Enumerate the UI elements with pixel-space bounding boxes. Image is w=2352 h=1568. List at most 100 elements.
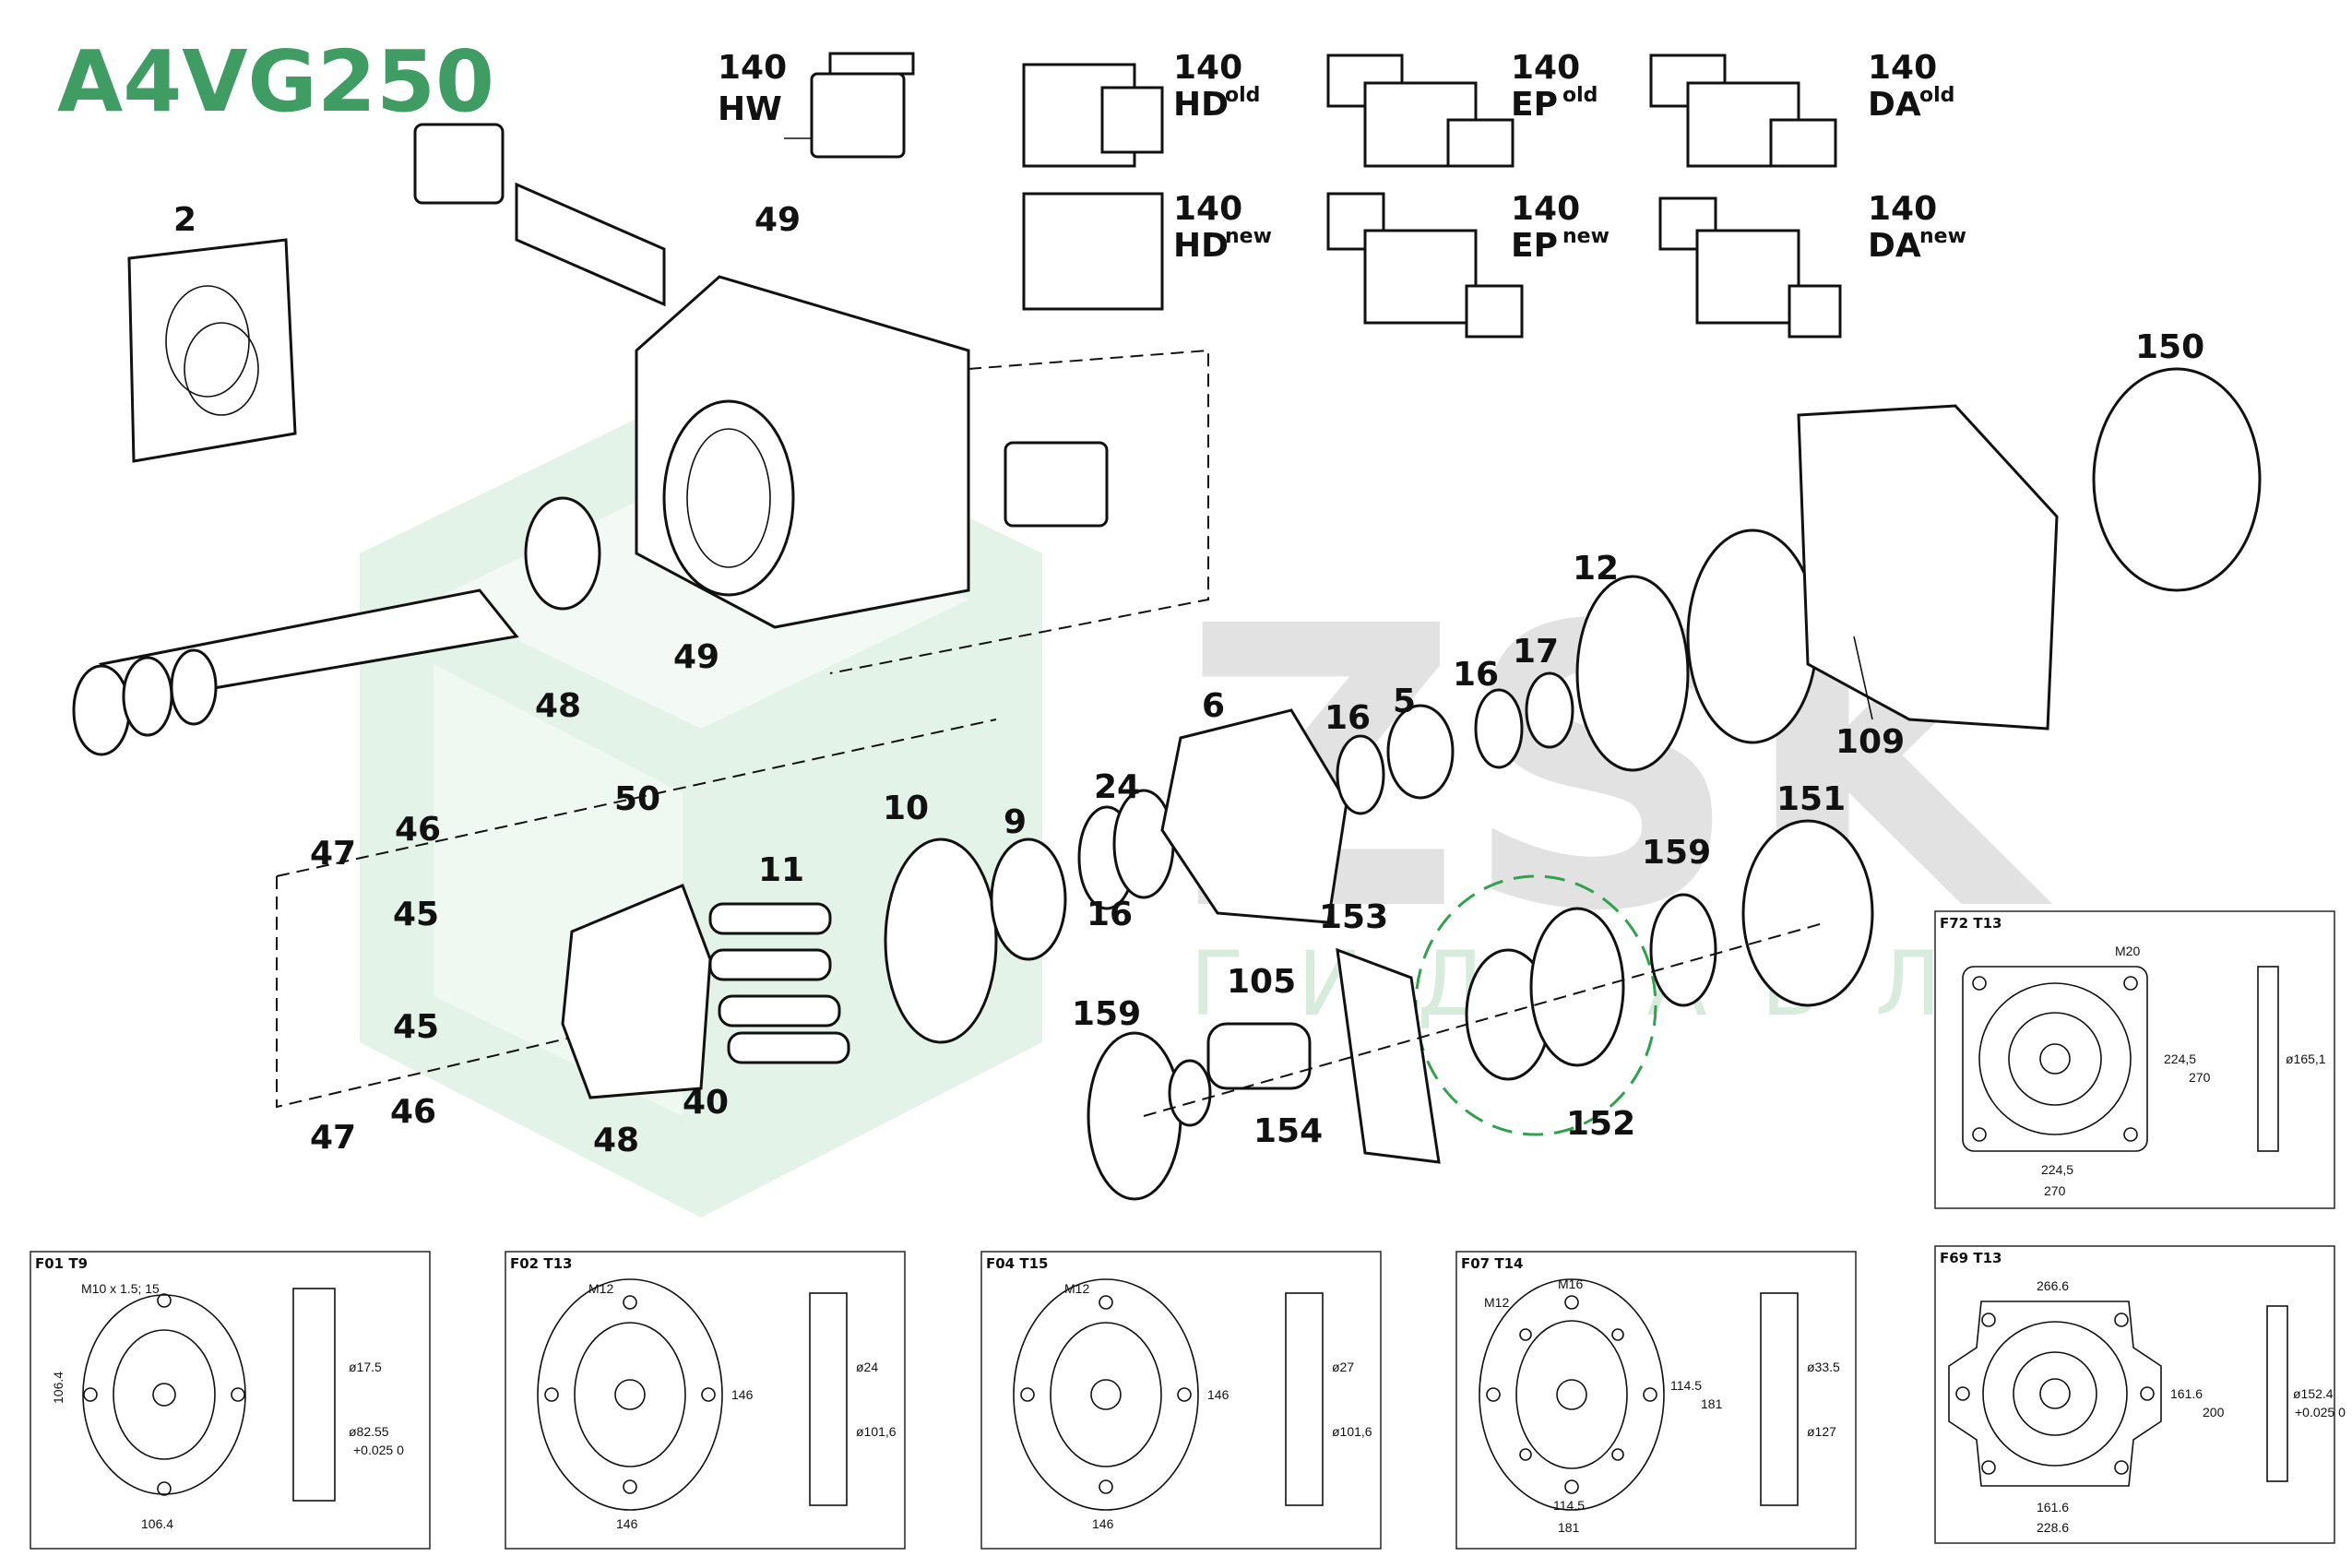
retaining-plate[interactable] <box>884 837 998 1044</box>
callout: 45 <box>393 896 439 933</box>
callout: 11 <box>758 851 804 889</box>
control-sup: old <box>1225 84 1260 107</box>
control-num: 140 <box>1511 190 1580 228</box>
callout: 109 <box>1835 723 1905 761</box>
flange-title: F72 T13 <box>1940 915 2002 932</box>
control-code: HD <box>1173 86 1229 124</box>
dim-label: ø165,1 <box>2286 1051 2326 1066</box>
control-da-old[interactable]: 140 DA old <box>1649 49 1954 168</box>
dim-label: ø24 <box>856 1360 878 1374</box>
cover-part[interactable] <box>413 123 505 205</box>
port-plate[interactable] <box>1797 404 2059 731</box>
dim-label: ø101,6 <box>1332 1424 1372 1439</box>
control-code: EP <box>1511 86 1558 124</box>
callout: 154 <box>1253 1112 1323 1150</box>
control-hd-old[interactable]: 140 HD old <box>1022 49 1260 168</box>
page-title: A4VG250 <box>57 32 494 131</box>
callout: 2 <box>173 201 196 239</box>
control-hd-new[interactable]: 140 HD new <box>1022 190 1272 311</box>
control-variants: 140 HW 140 HD old 140 EP old 140 DA old … <box>718 49 1966 339</box>
control-sup: new <box>1919 225 1966 248</box>
dim-label: ø101,6 <box>856 1424 897 1439</box>
callout: 105 <box>1227 963 1296 1001</box>
dim-label: ø82.55 <box>349 1424 389 1439</box>
control-da-new[interactable]: 140 DA new <box>1658 190 1966 339</box>
flange-title: F02 T13 <box>510 1255 572 1272</box>
dim-label: 146 <box>1092 1516 1114 1531</box>
flange-title: F69 T13 <box>1940 1250 2002 1266</box>
dim-label: M10 x 1.5; 15 <box>81 1281 160 1296</box>
dim-label: ø152.4 <box>2293 1386 2334 1401</box>
dim-label: M12 <box>1484 1295 1509 1310</box>
control-ep-old[interactable]: 140 EP old <box>1326 49 1598 168</box>
dim-label: 181 <box>1701 1396 1723 1411</box>
control-code: HW <box>718 90 782 128</box>
dim-label: 200 <box>2203 1405 2225 1420</box>
control-hw[interactable]: 140 HW <box>718 49 915 159</box>
dim-label: 270 <box>2044 1183 2066 1198</box>
cylinder-block[interactable] <box>1160 708 1348 924</box>
callout: 40 <box>683 1084 729 1122</box>
control-num: 140 <box>1868 190 1937 228</box>
exploded-view <box>72 123 2262 1201</box>
dim-label: 114.5 <box>1670 1378 1702 1393</box>
control-code: DA <box>1868 227 1921 265</box>
callout: 16 <box>1087 896 1133 933</box>
flange-f69: F69 T13 266.6 161.6 228.6 161.6 200 ø152… <box>1934 1245 2346 1544</box>
flange-151[interactable] <box>1741 819 1874 1007</box>
flange-f01: F01 T9 M10 x 1.5; 15 106.4 106.4 ø17.5 ø… <box>30 1251 431 1550</box>
auxiliary-pump-cover[interactable] <box>2092 367 2262 592</box>
callout: 159 <box>1072 995 1141 1033</box>
swashplate-part[interactable] <box>561 884 712 1099</box>
callout: 47 <box>310 1119 356 1157</box>
dim-label: M12 <box>588 1281 613 1296</box>
dim-label: M12 <box>1064 1281 1089 1296</box>
control-num: 140 <box>1511 49 1580 87</box>
dim-label: 161.6 <box>2037 1500 2069 1515</box>
valve-plate[interactable] <box>1575 575 1690 772</box>
callout: 48 <box>535 687 581 725</box>
callout: 24 <box>1094 768 1140 806</box>
control-sup: new <box>1562 225 1610 248</box>
callout: 152 <box>1566 1105 1635 1143</box>
dim-label: M16 <box>1558 1277 1583 1291</box>
callout: 16 <box>1324 699 1371 737</box>
control-num: 140 <box>718 49 787 87</box>
callout: 45 <box>393 1008 439 1046</box>
callout: 10 <box>883 790 929 827</box>
flange-title: F04 T15 <box>986 1255 1048 1272</box>
pistons[interactable] <box>708 902 850 1064</box>
flange-title: F01 T9 <box>35 1255 88 1272</box>
dim-label: ø33.5 <box>1807 1360 1840 1374</box>
control-num: 140 <box>1868 49 1937 87</box>
callout: 150 <box>2135 328 2204 366</box>
flange-f07: F07 T14 M12 M16 114.5 181 114.5 181 ø33.… <box>1455 1251 1857 1550</box>
callout: 17 <box>1513 633 1559 671</box>
control-sup: old <box>1919 84 1954 107</box>
callout: 50 <box>614 780 660 818</box>
dim-label: ø27 <box>1332 1360 1354 1374</box>
o-ring[interactable] <box>1686 529 1819 744</box>
control-sup: new <box>1225 225 1272 248</box>
dim-label: 228.6 <box>2037 1520 2069 1535</box>
callout: 47 <box>310 835 356 873</box>
control-code: EP <box>1511 227 1558 265</box>
callout: 9 <box>1004 803 1027 841</box>
callout: 159 <box>1642 834 1711 872</box>
seal-kit-part[interactable] <box>127 238 297 463</box>
control-ep-new[interactable]: 140 EP new <box>1326 190 1610 339</box>
callout: 49 <box>673 638 719 676</box>
flange-f02: F02 T13 M12 146 146 ø24 ø101,6 <box>505 1251 906 1550</box>
callout: 153 <box>1319 898 1388 936</box>
dim-label: 106.4 <box>141 1516 173 1531</box>
callout: 5 <box>1393 683 1416 720</box>
dim-label: 146 <box>731 1387 754 1402</box>
callout: 12 <box>1573 550 1619 588</box>
dim-label: 224,5 <box>2041 1162 2073 1177</box>
dim-label: 161.6 <box>2170 1386 2203 1401</box>
callout: 151 <box>1776 780 1846 818</box>
dim-label: +0.025 0 <box>2295 1405 2346 1420</box>
dim-label: ø17.5 <box>349 1360 382 1374</box>
callout: 49 <box>754 201 801 239</box>
control-num: 140 <box>1173 49 1242 87</box>
